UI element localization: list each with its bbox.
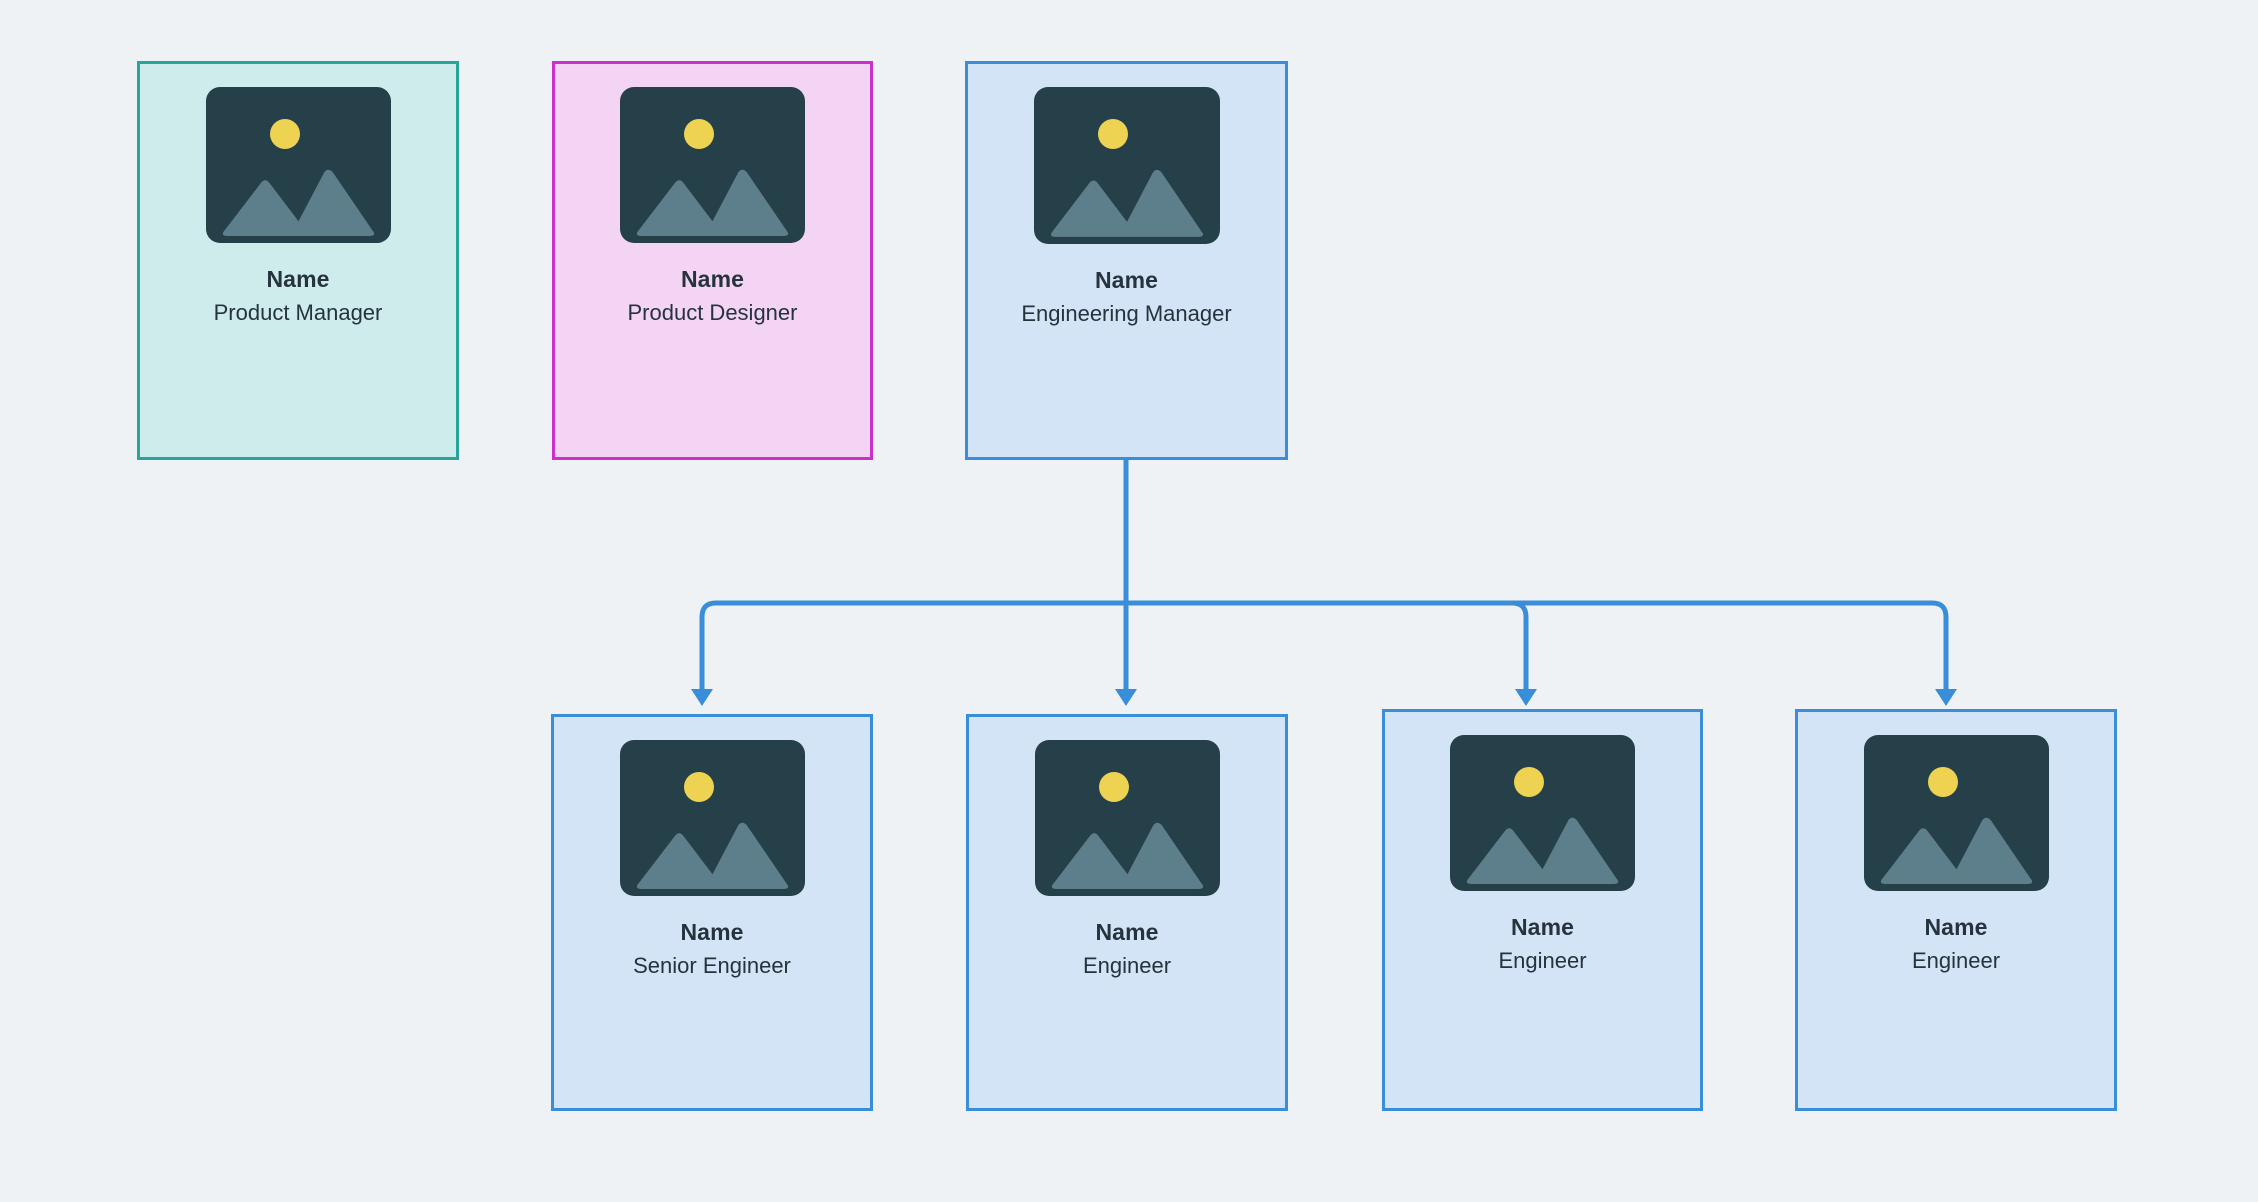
sun-icon xyxy=(683,772,714,802)
arrow-down-icon-1 xyxy=(1115,689,1137,706)
mountains-icon xyxy=(620,815,805,896)
photo-placeholder-icon xyxy=(205,87,391,243)
card-person-role: Product Manager xyxy=(213,300,383,326)
card-person-name: Name xyxy=(1095,919,1159,945)
arrow-down-icon-3 xyxy=(1935,689,1957,706)
photo-placeholder-icon xyxy=(1034,740,1220,896)
photo-placeholder-icon xyxy=(1450,735,1635,891)
mountains-icon xyxy=(1450,810,1635,891)
card-person-role: Product Designer xyxy=(627,300,798,326)
connector-drop-0 xyxy=(699,600,719,692)
sun-icon xyxy=(684,119,714,149)
connector-drop-3 xyxy=(1929,600,1949,692)
card-person-role: Engineer xyxy=(1082,953,1172,979)
card-person-role: Senior Engineer xyxy=(633,953,791,979)
card-person-name: Name xyxy=(1924,914,1988,940)
mountains-icon xyxy=(1035,815,1220,896)
connector-drop-2 xyxy=(1509,600,1529,692)
photo-placeholder-icon xyxy=(1033,87,1220,244)
sun-icon xyxy=(1927,767,1958,797)
photo-placeholder-icon xyxy=(620,87,805,243)
card-person-name: Name xyxy=(680,919,744,945)
mountains-icon xyxy=(1864,810,2049,891)
card-person-name: Name xyxy=(680,266,745,292)
arrow-down-icon-2 xyxy=(1515,689,1537,706)
mountains-icon xyxy=(1034,162,1220,244)
sun-icon xyxy=(1514,767,1544,797)
connector-arrowheads xyxy=(691,689,1957,706)
sun-icon xyxy=(269,119,300,149)
card-person-name: Name xyxy=(1094,267,1159,293)
sun-icon xyxy=(1097,119,1128,149)
card-person-role: Engineer xyxy=(1498,948,1587,974)
mountains-icon xyxy=(620,162,805,243)
photo-placeholder-icon xyxy=(1863,735,2049,891)
card-person-name: Name xyxy=(1510,914,1575,940)
photo-placeholder-icon xyxy=(619,740,805,896)
sun-icon xyxy=(1098,772,1129,802)
mountains-icon xyxy=(206,162,391,243)
connector-paths xyxy=(699,457,1949,692)
arrow-down-icon-0 xyxy=(691,689,713,706)
card-person-name: Name xyxy=(266,266,330,292)
card-person-role: Engineering Manager xyxy=(1021,301,1232,327)
card-person-role: Engineer xyxy=(1911,948,2001,974)
